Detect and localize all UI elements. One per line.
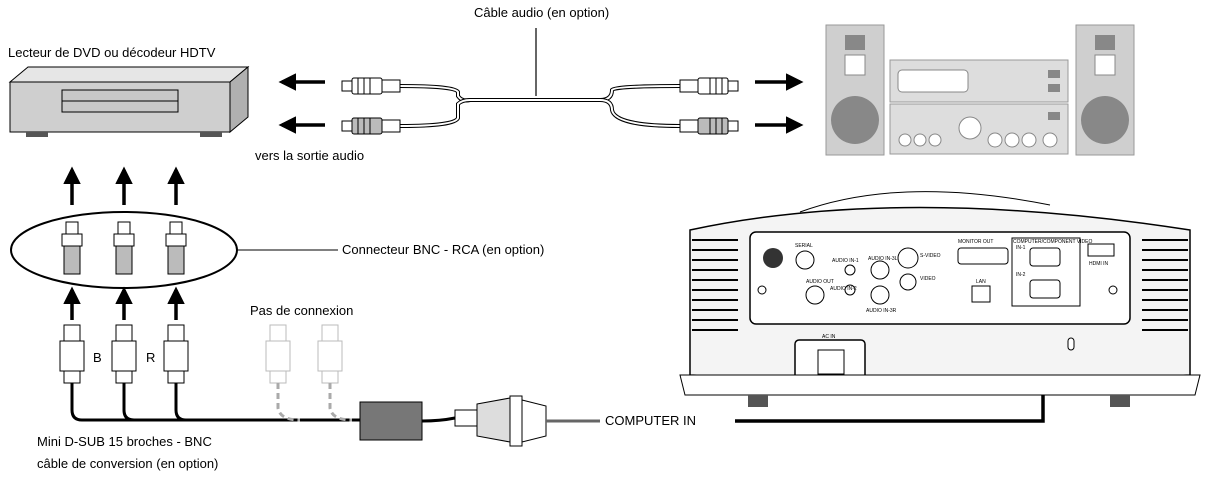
no-connection-label: Pas de connexion	[250, 303, 354, 318]
audio-in3l-label: AUDIO IN-3L	[868, 256, 898, 262]
rca-plug-left-bottom	[341, 117, 401, 135]
unused-connectors	[265, 324, 353, 422]
dvd-player	[8, 65, 250, 137]
projector	[679, 191, 1201, 407]
stereo-system	[825, 24, 1135, 156]
s-video-label: S-VIDEO	[920, 253, 941, 259]
serial-label: SERIAL	[795, 243, 813, 249]
audio-arrows	[278, 73, 804, 134]
audio-cable	[399, 28, 681, 128]
up-arrows-bnc	[63, 286, 185, 320]
projector-panel-labels: SERIAL MONITOR OUT COMPUTER/COMPONENT VI…	[795, 239, 1109, 340]
audio-out-label: vers la sortie audio	[255, 148, 365, 163]
audio-in2-label: AUDIO IN-2	[830, 286, 857, 292]
bnc-connectors	[59, 324, 360, 422]
dsub-line2-label: câble de conversion (en option)	[37, 456, 219, 471]
converter-box	[359, 401, 456, 441]
audio-in1-label: AUDIO IN-1	[832, 258, 859, 264]
rca-plug-left-top	[341, 77, 401, 95]
lan-label: LAN	[976, 279, 986, 285]
up-arrows-dvd	[63, 166, 185, 205]
bnc-rca-label: Connecteur BNC - RCA (en option)	[342, 242, 545, 257]
audio-cable-label: Câble audio (en option)	[474, 5, 610, 20]
ac-in-label: AC IN	[822, 334, 836, 340]
r-label: R	[146, 350, 156, 365]
dvd-player-label: Lecteur de DVD ou décodeur HDTV	[8, 45, 216, 60]
rca-plug-right-bottom	[679, 117, 739, 135]
in2-label: IN-2	[1016, 272, 1026, 278]
rca-plug-right-top	[679, 77, 739, 95]
b-label: B	[93, 350, 102, 365]
audio-in3r-label: AUDIO IN-3R	[866, 308, 897, 314]
hdmi-in-label: HDMI IN	[1089, 261, 1109, 267]
monitor-out-label: MONITOR OUT	[958, 239, 993, 245]
dsub-line1-label: Mini D-SUB 15 broches - BNC	[37, 434, 212, 449]
computer-in-label: COMPUTER IN	[605, 413, 696, 428]
bnc-rca-adapter	[10, 211, 338, 289]
dsub-plug	[454, 395, 547, 447]
computer-component-label: COMPUTER/COMPONENT VIDEO	[1013, 239, 1092, 245]
in1-label: IN-1	[1016, 245, 1026, 251]
video-label: VIDEO	[920, 276, 936, 282]
audio-out-label: AUDIO OUT	[806, 279, 834, 285]
